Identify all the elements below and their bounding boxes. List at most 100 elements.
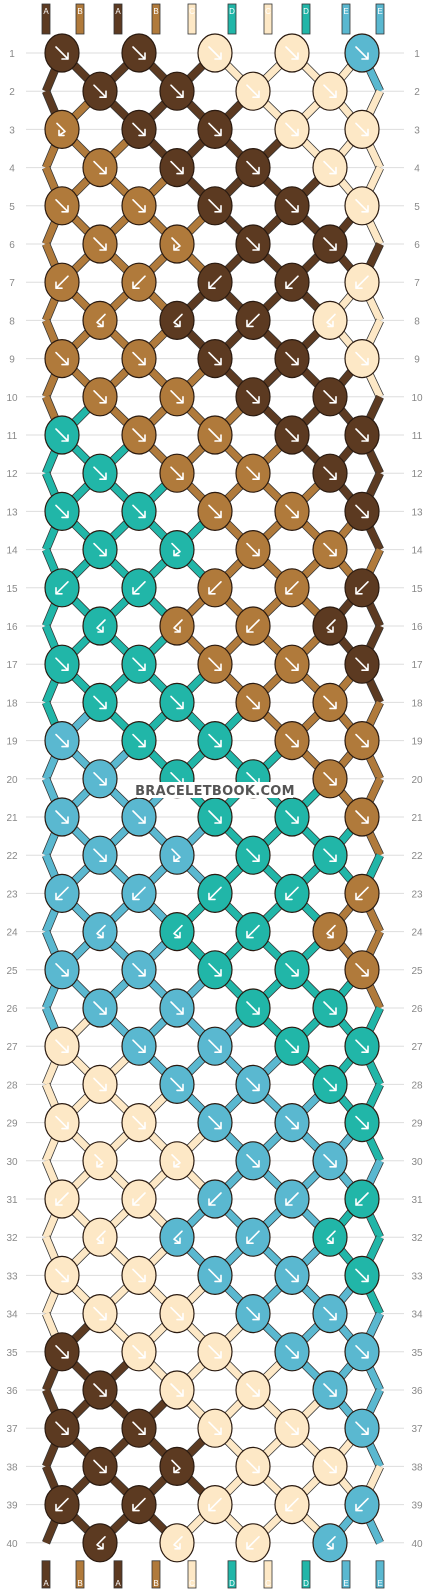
row-number-right: 12 — [411, 469, 423, 480]
forward-knot-arrow-icon — [55, 199, 69, 213]
knot — [274, 1102, 310, 1143]
row-number-left: 35 — [6, 1348, 18, 1359]
knot — [159, 1141, 195, 1181]
row-number-left: 5 — [9, 202, 15, 213]
knot — [312, 1217, 348, 1257]
knot — [121, 186, 157, 226]
forward-knot-arrow-icon — [355, 1268, 369, 1283]
row-number-left: 20 — [6, 775, 18, 786]
top-thread-tail — [151, 3, 161, 35]
row-number-right: 19 — [411, 737, 423, 748]
row-number-right: 31 — [411, 1195, 423, 1206]
knot — [312, 1446, 348, 1487]
bottom-thread-tail — [41, 1560, 51, 1589]
knot — [82, 1217, 118, 1257]
knot — [235, 988, 271, 1028]
bottom-column-label: B — [153, 1579, 158, 1588]
knot — [159, 71, 195, 111]
forward-knot-arrow-icon — [171, 542, 181, 557]
bottom-thread-tail — [75, 1560, 85, 1589]
forward-knot-arrow-icon — [355, 1039, 369, 1053]
forward-knot-arrow-icon — [208, 657, 222, 672]
knot — [121, 568, 157, 608]
knot — [235, 453, 271, 493]
top-thread-tail — [263, 3, 273, 35]
watermark-text: BRACELETBOOK.COM — [135, 784, 295, 799]
forward-knot-arrow-icon — [55, 1268, 69, 1283]
knot — [344, 797, 380, 837]
top-column-label: E — [343, 7, 348, 16]
forward-knot-arrow-icon — [285, 122, 299, 137]
forward-knot-arrow-icon — [208, 1039, 222, 1053]
knot — [197, 1408, 233, 1448]
knot — [235, 1370, 271, 1410]
knot — [274, 1332, 310, 1372]
forward-knot-arrow-icon — [323, 1001, 337, 1015]
forward-knot-arrow-icon — [171, 848, 181, 863]
knot — [274, 415, 310, 455]
forward-knot-arrow-icon — [55, 810, 69, 824]
forward-knot-arrow-icon — [132, 733, 146, 748]
knot — [82, 911, 118, 952]
forward-knot-arrow-icon — [355, 122, 369, 137]
knot — [274, 797, 310, 837]
row-number-right: 26 — [411, 1004, 423, 1015]
backward-knot-arrow-icon — [173, 1536, 183, 1550]
row-number-right: 22 — [411, 851, 423, 862]
knot-grid — [44, 33, 380, 1563]
row-number-left: 12 — [6, 469, 18, 480]
forward-knot-arrow-icon — [93, 695, 107, 710]
knot — [82, 1523, 118, 1563]
row-number-left: 30 — [6, 1157, 18, 1168]
forward-knot-arrow-icon — [246, 1077, 260, 1092]
knot — [82, 300, 118, 340]
backward-knot-arrow-icon — [208, 886, 222, 901]
knot — [197, 950, 233, 990]
backward-knot-arrow-icon — [55, 275, 69, 290]
backward-knot-arrow-icon — [132, 275, 146, 290]
backward-knot-arrow-icon — [326, 1536, 336, 1550]
knot — [312, 148, 348, 188]
knot — [344, 262, 380, 302]
knot — [121, 109, 157, 149]
forward-knot-arrow-icon — [132, 962, 146, 977]
forward-knot-arrow-icon — [55, 962, 69, 977]
row-number-right: 40 — [411, 1539, 423, 1550]
top-thread-tail — [41, 3, 51, 35]
backward-knot-arrow-icon — [173, 313, 183, 328]
forward-knot-arrow-icon — [246, 1383, 260, 1397]
forward-knot-arrow-icon — [355, 351, 369, 366]
top-column-label: B — [153, 7, 158, 16]
knot — [197, 339, 233, 379]
forward-knot-arrow-icon — [170, 160, 184, 175]
knot — [159, 835, 195, 875]
knot — [44, 339, 80, 379]
knot — [197, 1179, 233, 1219]
watermark-group: BRACELETBOOK.COM — [135, 782, 295, 799]
backward-knot-arrow-icon — [173, 619, 183, 633]
top-column-label: B — [77, 7, 82, 16]
row-number-right: 11 — [412, 431, 423, 442]
backward-knot-arrow-icon — [326, 313, 336, 328]
top-thread-tail — [341, 3, 351, 35]
knot — [44, 109, 80, 149]
row-number-right: 17 — [411, 660, 423, 671]
top-column-label: C — [189, 7, 195, 16]
backward-knot-arrow-icon — [55, 1192, 69, 1206]
forward-knot-arrow-icon — [208, 46, 222, 60]
forward-knot-arrow-icon — [55, 657, 69, 672]
row-number-left: 26 — [6, 1004, 18, 1015]
forward-knot-arrow-icon — [208, 733, 222, 748]
forward-knot-arrow-icon — [246, 466, 260, 481]
knot — [121, 797, 157, 837]
knot — [82, 1446, 118, 1487]
knot — [312, 911, 348, 952]
backward-knot-arrow-icon — [55, 580, 69, 595]
forward-knot-arrow-icon — [246, 84, 260, 98]
knot — [274, 873, 310, 914]
knot — [344, 1484, 380, 1525]
knot — [235, 300, 271, 340]
backward-knot-arrow-icon — [208, 580, 222, 595]
forward-knot-arrow-icon — [170, 1383, 184, 1397]
forward-knot-arrow-icon — [323, 695, 337, 710]
